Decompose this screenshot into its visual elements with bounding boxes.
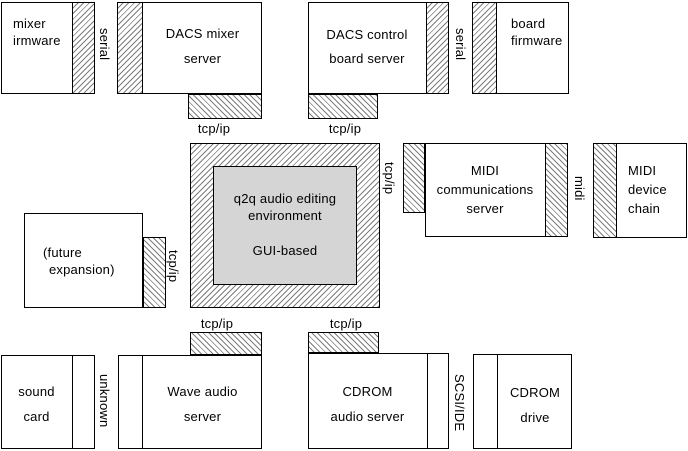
node-label: sound card (2, 379, 71, 429)
node-label-line: firmware (511, 33, 563, 48)
connector-block-tcpip-dacs-mixer (188, 94, 262, 119)
connector-block-tcpip-wave (190, 332, 262, 355)
hatch-strip-dacs-mixer-serial (117, 2, 143, 94)
node-board-firmware: board firmware (472, 2, 569, 94)
crosshatch-strip-cdrom-drive (473, 354, 498, 449)
node-label: CDROM drive (499, 380, 571, 430)
label-serial-mixer: serial (97, 28, 112, 61)
node-label: DACS mixer server (144, 21, 261, 71)
node-midi-device-chain: MIDI device chain (593, 143, 687, 238)
label-tcpip-cdrom: tcp/ip (329, 316, 363, 331)
node-q2q-environment: q2q audio editing environment GUI-based (213, 166, 357, 285)
label-unknown: unknown (97, 374, 112, 428)
node-label-line: DACS control (326, 27, 408, 42)
node-label-line: server (183, 409, 222, 424)
node-label-line: Wave audio (167, 384, 238, 399)
node-label-line: mixer (13, 16, 46, 31)
node-label-line: communications (436, 182, 534, 197)
crosshatch-strip-cdrom-audio (427, 353, 449, 449)
node-label-line: expansion) (49, 262, 115, 277)
node-label: q2q audio editing environment GUI-based (214, 190, 356, 259)
connector-block-tcpip-cdrom (308, 332, 379, 353)
hatch-strip-midi-comms (545, 143, 568, 237)
node-central-tcpip-frame: q2q audio editing environment GUI-based (190, 143, 380, 308)
node-label-line: audio server (330, 409, 405, 424)
connector-strip-tcpip-midi (403, 143, 425, 213)
node-label-line: board (511, 16, 546, 31)
node-label-line: sound (18, 384, 55, 399)
node-midi-communications-server: MIDI communications server (425, 143, 568, 237)
hatch-strip-dacs-control-serial (426, 2, 449, 94)
node-label-line: card (23, 409, 50, 424)
node-label-line: GUI-based (252, 243, 318, 258)
hatch-strip-midi-chain (593, 143, 617, 238)
node-dacs-control-board-server: DACS control board server (308, 2, 449, 94)
node-label: MIDI device chain (628, 161, 667, 218)
node-label-line: MIDI (628, 163, 657, 178)
node-label: (future expansion) (43, 244, 115, 278)
connector-strip-tcpip-future (143, 237, 166, 308)
node-label: DACS control board server (309, 23, 425, 71)
node-label-line: CDROM (509, 385, 561, 400)
node-label-line: q2q audio editing (233, 191, 337, 206)
node-label-line: DACS mixer (165, 26, 240, 41)
label-tcpip-future: tcp/ip (166, 250, 181, 283)
node-label: MIDI communications server (426, 161, 544, 218)
node-sound-card: sound card (1, 355, 95, 449)
node-label: Wave audio server (144, 379, 261, 429)
node-future-expansion: (future expansion) (24, 213, 143, 308)
label-serial-board: serial (453, 28, 468, 61)
node-label-line: drive (520, 410, 550, 425)
connector-block-tcpip-dacs-control (308, 94, 378, 119)
label-tcpip-dacs-control: tcp/ip (328, 121, 362, 136)
node-wave-audio-server: Wave audio server (118, 355, 262, 449)
label-tcpip-wave: tcp/ip (200, 316, 234, 331)
node-cdrom-audio-server: CDROM audio server (308, 353, 449, 449)
node-label-line: chain (628, 201, 661, 216)
label-scsi-ide: SCSI/IDE (452, 374, 467, 432)
node-label-line: server (183, 51, 222, 66)
node-label-line: MIDI (470, 163, 500, 178)
node-label-line: environment (248, 208, 322, 223)
node-label-line: board server (329, 51, 405, 66)
hatch-strip-board-firmware-serial (472, 2, 497, 94)
node-label-line: device (628, 182, 667, 197)
node-label-line: CDROM (342, 384, 393, 399)
node-label: board firmware (511, 15, 562, 49)
hatch-strip-mixer-firmware-serial (72, 2, 95, 94)
node-mixer-firmware: mixer irmware (1, 2, 95, 94)
crosshatch-strip-wave-audio (118, 355, 143, 449)
label-tcpip-dacs-mixer: tcp/ip (197, 121, 231, 136)
node-dacs-mixer-server: DACS mixer server (117, 2, 262, 94)
node-label-line: irmware (13, 33, 61, 48)
node-label: mixer irmware (13, 15, 61, 49)
node-cdrom-drive: CDROM drive (473, 354, 572, 449)
node-label: CDROM audio server (309, 379, 426, 429)
label-midi: midi (572, 176, 587, 201)
label-tcpip-midi: tcp/ip (382, 162, 397, 195)
node-label-line: server (466, 201, 504, 216)
crosshatch-strip-sound-card (72, 355, 95, 449)
node-label-line: (future (43, 245, 82, 260)
